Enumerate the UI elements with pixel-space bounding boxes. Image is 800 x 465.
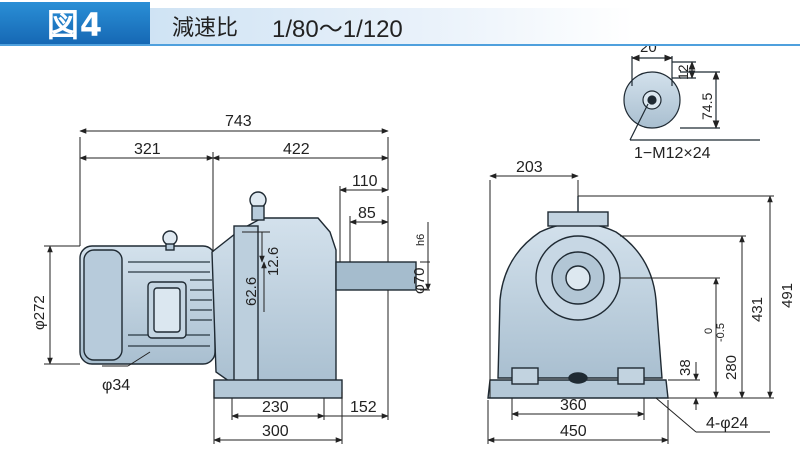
dim-key-length: 85 [358,205,376,222]
dim-conduit-diameter: φ34 [102,377,130,394]
side-base [213,379,343,399]
motor-eye-bolt [162,230,178,246]
dim-shaft-center-height-tol: 280 [723,355,740,380]
side-dimensions [44,128,431,444]
dim-shaft-tolerance: h6 [415,234,427,246]
front-shaft-end [565,265,591,291]
header: 図4 減速比 1/80～1/120 [0,0,800,46]
dim-key-height: 74.5 [699,93,715,120]
dim-front-inner-width: 360 [560,397,587,414]
dim-key-width: 20 [640,46,657,56]
dim-shaft-length: 110 [352,173,378,190]
header-rule [0,44,800,46]
output-shaft [335,261,417,291]
dim-front-outer-width: 450 [560,423,587,440]
side-view [79,191,417,399]
dim-shaft-center-height: 62.6 [243,277,260,306]
title-bar: 減速比 1/80～1/120 [150,8,634,44]
dim-tapped-hole: 1−M12×24 [634,145,711,162]
dim-shaft-height: 431 [749,297,766,322]
title-label: 減速比 [172,16,239,41]
dim-mount-holes: 4-φ24 [706,415,749,432]
reduction-ratio: 1/80～1/120 [272,15,403,43]
shaft-key-detail [623,54,760,141]
front-view [487,196,669,399]
dim-front-half-width: 203 [516,159,543,176]
dim-reducer-section: 422 [283,141,310,158]
dim-shaft-diameter: φ70 [411,268,428,294]
dim-base-end-offset: 152 [350,399,377,416]
motor-end-cap [83,249,123,361]
dim-shaft-center-offset: 12.6 [265,247,282,276]
reducer-body [211,217,337,387]
dim-overall-length: 743 [225,113,252,130]
dimension-drawing: 743 321 422 110 85 φ70 h6 φ272 φ34 12.6 … [31,46,796,444]
front-dimensions [487,173,774,444]
dim-tol-upper: 0 [703,328,715,334]
dim-motor-section: 321 [134,141,161,158]
dim-base-outer: 300 [262,423,289,440]
figure-badge: 図4 [0,2,150,44]
dim-base-thickness: 38 [677,359,694,376]
dim-tol-lower: -0.5 [715,323,727,342]
dim-base-inner: 230 [262,399,289,416]
dim-key-depth: 12 [675,64,691,80]
dim-motor-diameter: φ272 [31,295,48,330]
dim-overall-height: 491 [779,283,796,308]
